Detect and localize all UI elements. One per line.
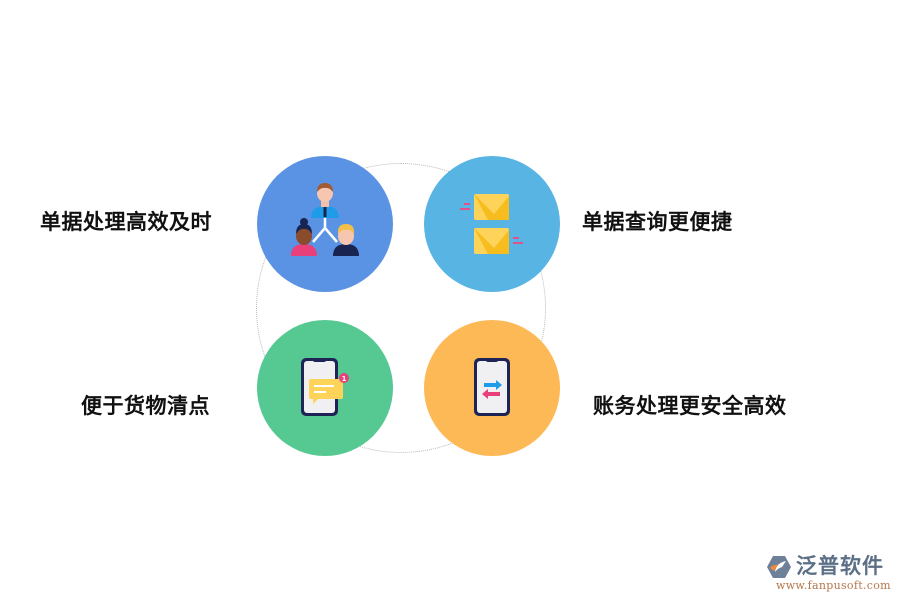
feature-label-envelopes: 单据查询更便捷 (582, 210, 733, 234)
brand-logo: 泛普软件 www.fanpusoft.com (766, 553, 896, 593)
feature-circle-team (257, 156, 393, 292)
feature-label-phone-transfer: 账务处理更安全高效 (593, 394, 787, 418)
envelopes-icon (460, 194, 523, 254)
dotted-cycle-ring (256, 163, 546, 453)
phone-transfer-icon (474, 358, 510, 416)
logo-url: www.fanpusoft.com (776, 579, 891, 592)
feature-label-team: 单据处理高效及时 (40, 210, 212, 234)
feature-circle-envelopes (424, 156, 560, 292)
feature-circle-phone-message: 1 (257, 320, 393, 456)
feature-label-phone-message: 便于货物清点 (81, 394, 210, 418)
feature-circle-phone-transfer (424, 320, 560, 456)
team-hierarchy-icon (291, 183, 359, 256)
logo-name: 泛普软件 (796, 554, 884, 578)
notification-badge: 1 (342, 375, 347, 383)
fanpu-logo-icon (767, 556, 791, 578)
phone-message-icon: 1 (301, 358, 349, 416)
